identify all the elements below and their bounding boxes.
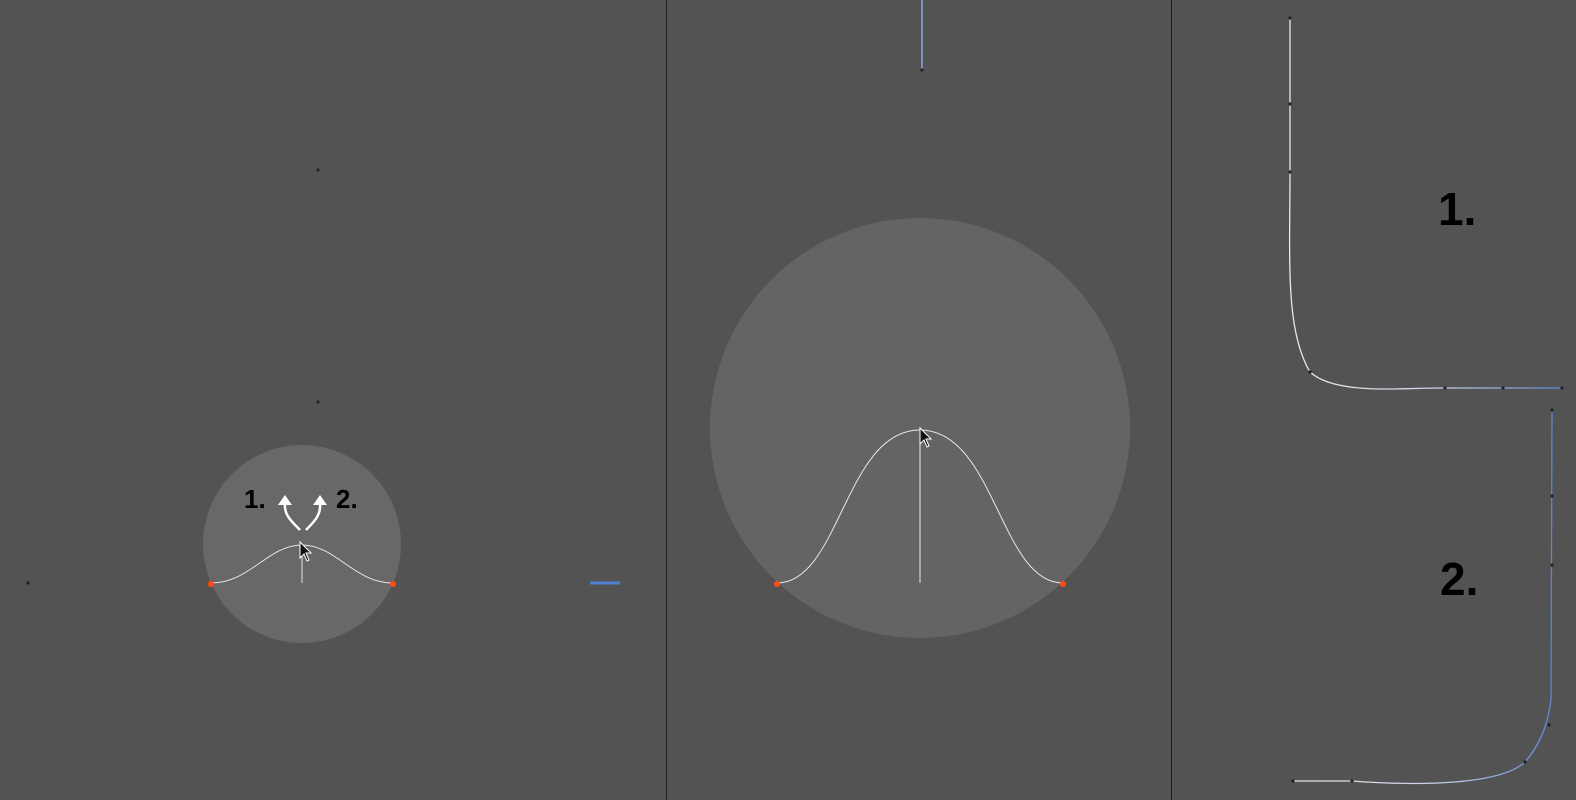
arrow-label-1: 1. xyxy=(244,484,266,514)
spline-point[interactable] xyxy=(1350,779,1354,783)
spline-endpoint[interactable] xyxy=(26,581,30,585)
arrow-head-icon xyxy=(278,495,292,505)
point-marker[interactable] xyxy=(1060,581,1066,587)
spline-endpoint[interactable] xyxy=(316,168,320,172)
point-marker[interactable] xyxy=(774,581,780,587)
spline-point[interactable] xyxy=(1550,563,1554,567)
spline-point[interactable] xyxy=(1550,494,1554,498)
point-marker[interactable] xyxy=(390,581,396,587)
spline-point[interactable] xyxy=(1547,723,1551,727)
result-spline-1[interactable] xyxy=(1288,18,1562,390)
result-label-1: 1. xyxy=(1438,183,1476,235)
arrow-up-right xyxy=(305,503,322,531)
mouse-cursor-icon xyxy=(299,540,313,562)
spline-endpoint[interactable] xyxy=(316,400,320,404)
spline-point[interactable] xyxy=(1560,386,1564,390)
spline-point[interactable] xyxy=(1288,16,1292,20)
viewport-divider[interactable] xyxy=(666,0,667,800)
spline-point[interactable] xyxy=(1291,779,1295,783)
result-label-2: 2. xyxy=(1440,553,1478,605)
spline-point[interactable] xyxy=(1501,386,1505,390)
spline-point[interactable] xyxy=(1288,102,1292,106)
mouse-cursor-icon xyxy=(919,426,933,448)
spline-point[interactable] xyxy=(1288,170,1292,174)
viewport-right[interactable] xyxy=(1172,0,1576,800)
spline-point[interactable] xyxy=(1308,370,1312,374)
viewport-divider[interactable] xyxy=(1171,0,1172,800)
arrow-label-2: 2. xyxy=(336,484,358,514)
result-spline-2[interactable] xyxy=(1293,409,1553,785)
spline-point[interactable] xyxy=(1550,408,1554,412)
spline-point[interactable] xyxy=(1443,386,1447,390)
arrow-head-icon xyxy=(313,495,327,505)
viewport-middle[interactable] xyxy=(667,0,1171,800)
point-marker[interactable] xyxy=(208,581,214,587)
arrow-up-left xyxy=(283,503,301,531)
spline-point[interactable] xyxy=(1523,760,1527,764)
viewport-left[interactable] xyxy=(0,0,666,800)
spline-endpoint[interactable] xyxy=(920,68,924,72)
